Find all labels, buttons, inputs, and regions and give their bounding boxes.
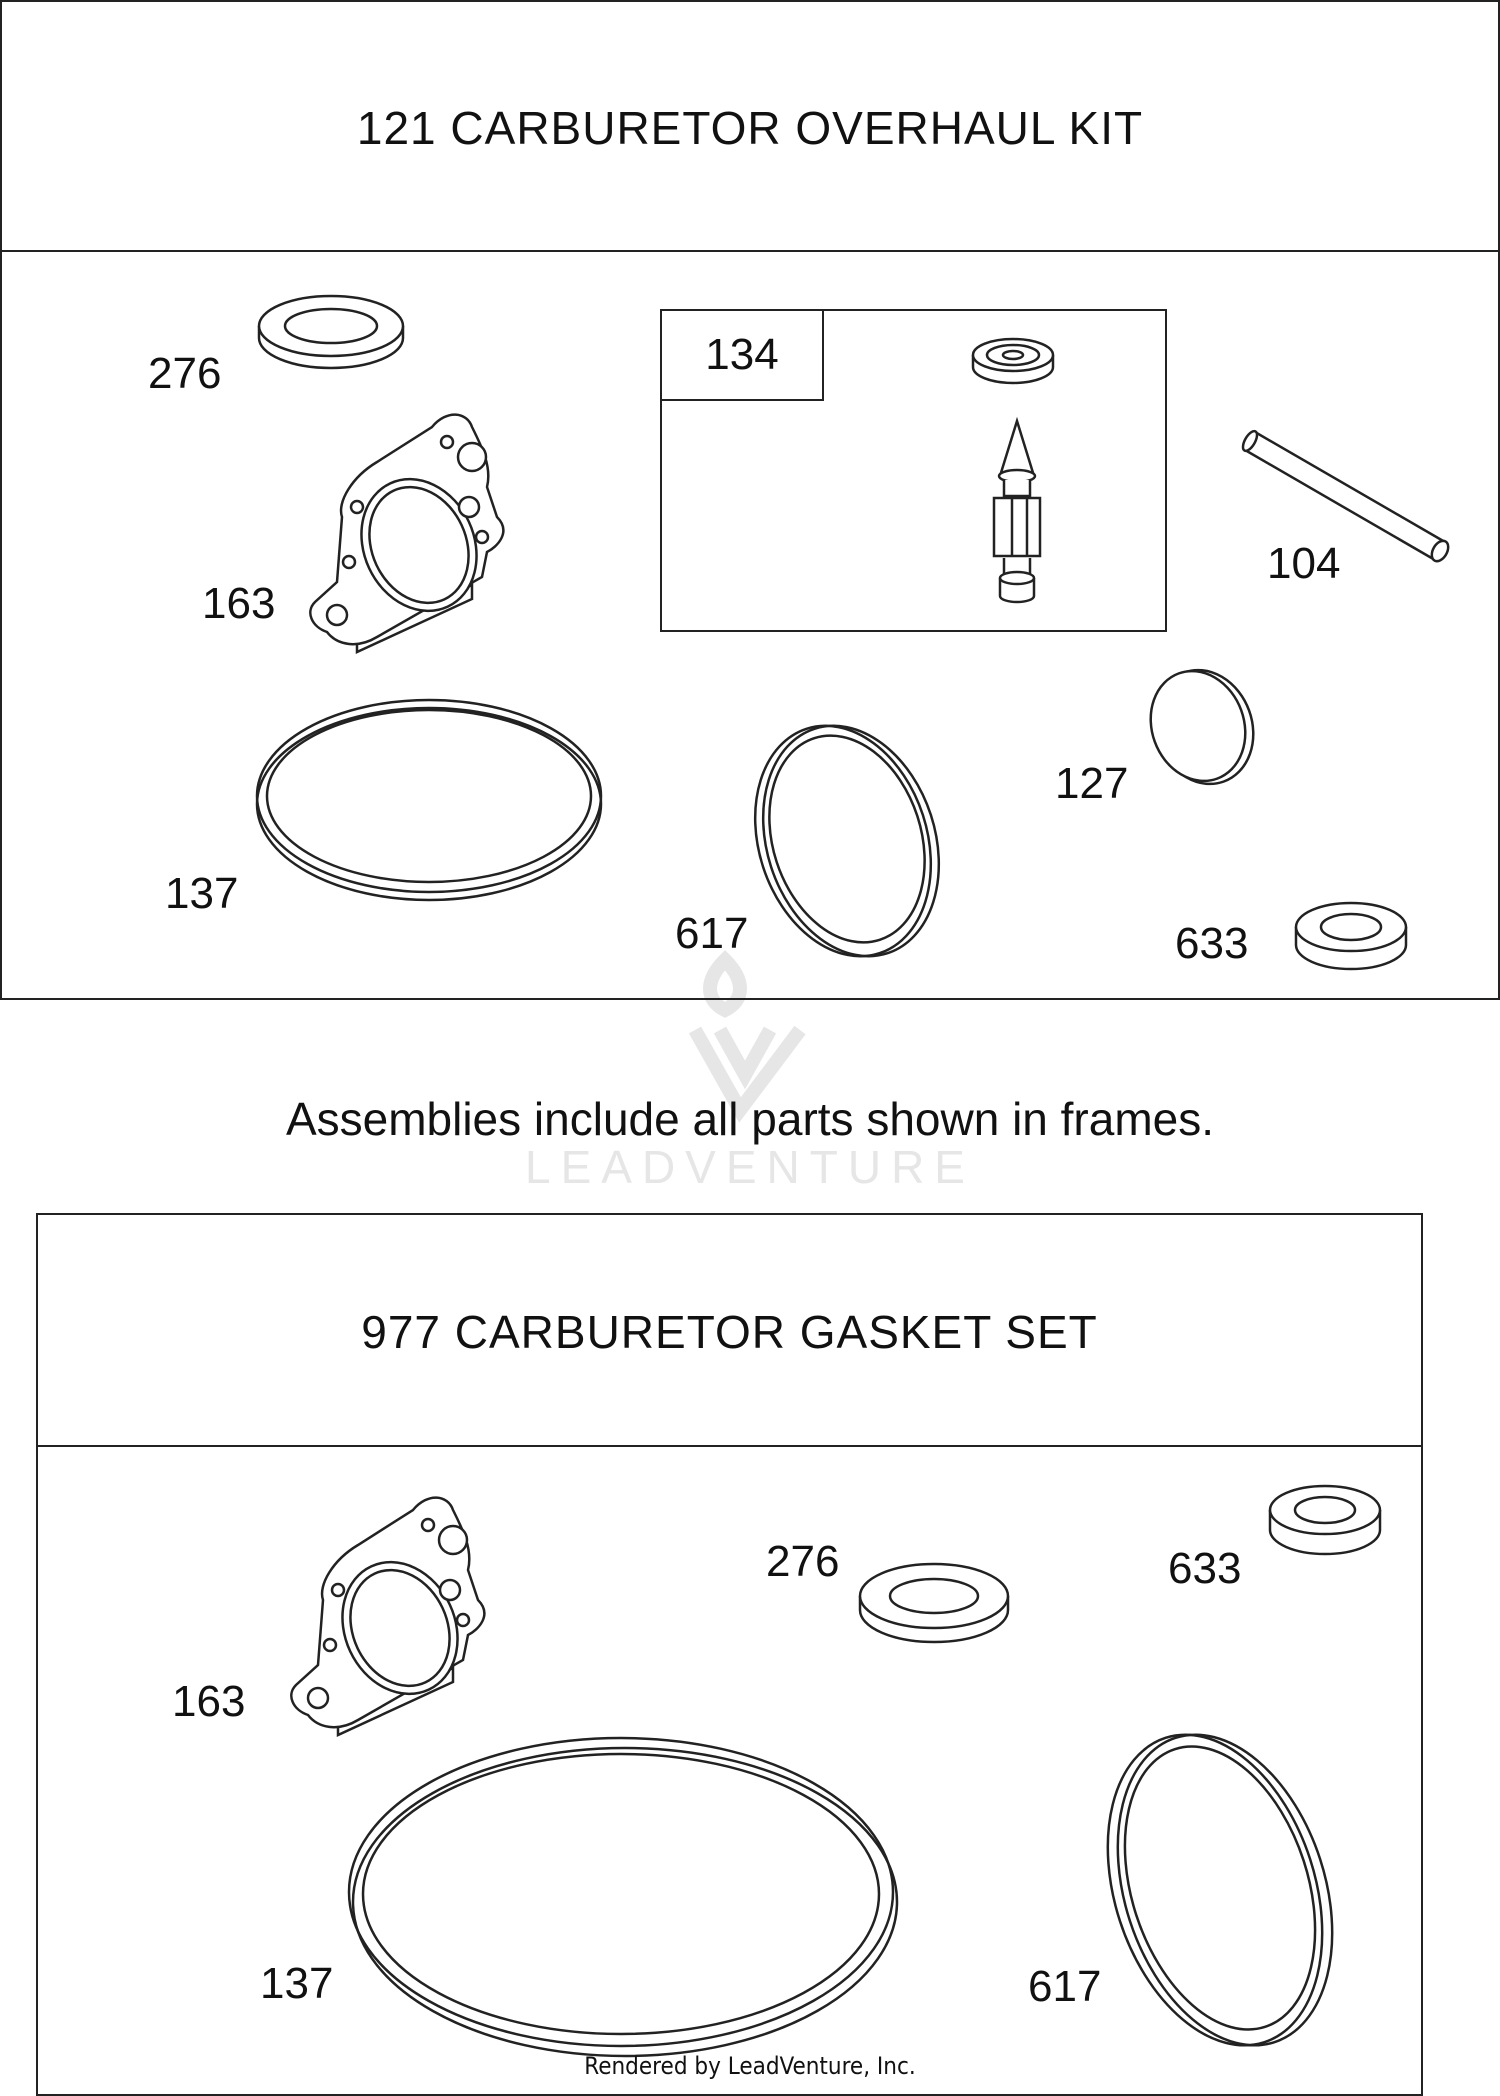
o-ring-137-icon: [347, 1736, 899, 2058]
label-137: 137: [260, 1959, 334, 2008]
inlet-needle-icon: [992, 416, 1042, 604]
label-617: 617: [1028, 1962, 1102, 2011]
washer-276-icon: [257, 294, 405, 370]
washer-276-icon: [858, 1562, 1010, 1644]
label-276: 276: [766, 1537, 840, 1586]
rendered-by-credit: Rendered by LeadVenture, Inc.: [584, 2052, 916, 2080]
o-ring-617-icon: [1106, 1733, 1334, 2047]
carburetor-gasket-163-icon: [290, 1496, 486, 1737]
label-163: 163: [172, 1677, 246, 1726]
label-633: 633: [1175, 919, 1249, 968]
float-pin-104-icon: [1241, 429, 1450, 563]
assemblies-note: Assemblies include all parts shown in fr…: [285, 1093, 1215, 1145]
needle-seat-icon: [971, 337, 1055, 385]
label-104: 104: [1267, 539, 1341, 588]
o-ring-617-icon: [753, 724, 941, 958]
kit-977-frame: 977 CARBURETOR GASKET SET 276 633: [36, 1213, 1423, 2096]
label-134: 134: [662, 311, 824, 401]
label-617: 617: [675, 909, 749, 958]
o-ring-137-icon: [255, 698, 603, 902]
label-633: 633: [1168, 1544, 1242, 1593]
kit-121-title: 121 CARBURETOR OVERHAUL KIT: [2, 2, 1498, 252]
label-163: 163: [202, 579, 276, 628]
label-127: 127: [1055, 759, 1129, 808]
washer-633-icon: [1294, 901, 1408, 971]
watermark-text: LEADVENTURE: [525, 1141, 975, 1193]
welch-plug-127-icon: [1149, 668, 1255, 786]
carburetor-gasket-163-icon: [309, 413, 505, 654]
kit-977-title: 977 CARBURETOR GASKET SET: [38, 1215, 1421, 1447]
label-137: 137: [165, 869, 239, 918]
needle-seat-assembly-134-frame: 134: [660, 309, 1167, 632]
label-276: 276: [148, 349, 222, 398]
washer-633-icon: [1268, 1484, 1382, 1556]
kit-121-frame: 121 CARBURETOR OVERHAUL KIT 276 163 134: [0, 0, 1500, 1000]
